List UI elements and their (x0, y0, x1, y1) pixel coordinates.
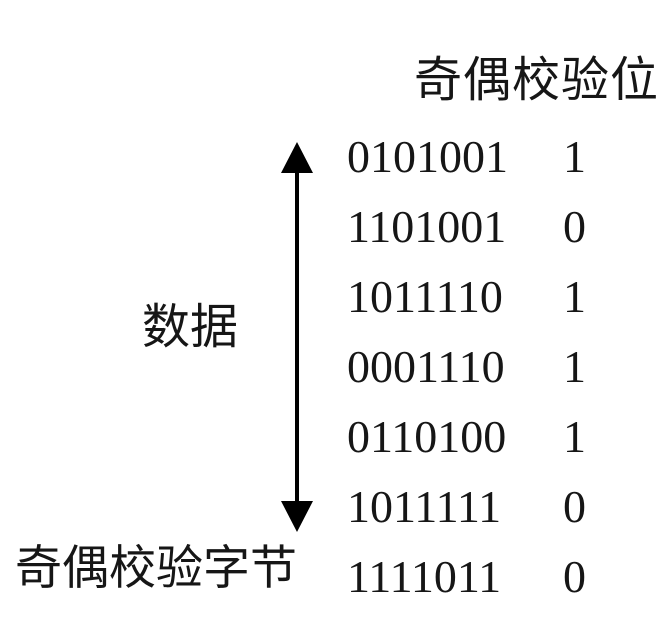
data-span-arrow-icon (277, 142, 317, 532)
parity-bit: 0 (563, 481, 586, 532)
codeword-row: 1011111 0 (347, 483, 586, 553)
data-bits: 0001110 (347, 341, 505, 392)
codeword-row parity-byte-row: 1111011 0 (347, 553, 586, 623)
parity-column-header: 奇偶校验位 (414, 54, 660, 107)
parity-byte-bits: 1111011 (347, 551, 502, 602)
parity-bit: 1 (563, 271, 586, 322)
codeword-row: 1101001 0 (347, 203, 586, 273)
data-bits: 1011111 (347, 481, 502, 532)
codeword-row: 0110100 1 (347, 413, 586, 483)
parity-bit: 0 (563, 201, 586, 252)
data-bits: 0101001 (347, 131, 508, 182)
parity-bit: 1 (563, 411, 586, 462)
parity-bit: 1 (563, 341, 586, 392)
codeword-list: 0101001 1 1101001 0 1011110 1 0001110 1 … (347, 133, 586, 623)
data-label: 数据 (142, 301, 239, 354)
codeword-row: 0001110 1 (347, 343, 586, 413)
parity-bit: 1 (563, 131, 586, 182)
parity-byte-label: 奇偶校验字节 (15, 543, 297, 595)
codeword-row: 0101001 1 (347, 133, 586, 203)
parity-bit: 0 (563, 551, 586, 602)
codeword-row: 1011110 1 (347, 273, 586, 343)
data-bits: 0110100 (347, 411, 507, 462)
data-bits: 1011110 (347, 271, 503, 322)
data-bits: 1101001 (347, 201, 507, 252)
